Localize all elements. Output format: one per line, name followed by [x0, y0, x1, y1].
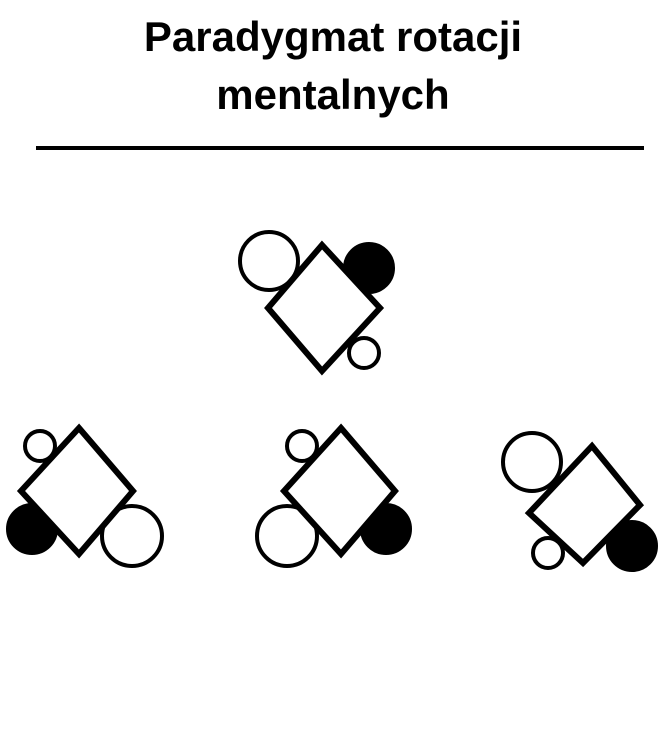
page-title: Paradygmat rotacji mentalnych [0, 8, 666, 124]
option-3-diamond [524, 441, 645, 568]
reference-large-open-circle [238, 230, 300, 292]
option-2-diamond [279, 423, 399, 559]
option-1-small-open-circle [23, 429, 57, 463]
option-3-small-open-circle [531, 536, 565, 570]
reference-diamond [264, 240, 385, 376]
option-1-large-open-circle [100, 504, 164, 568]
title-line-2: mentalnych [216, 71, 450, 118]
reference-small-open-circle [347, 336, 381, 370]
option-3-large-open-circle [501, 431, 563, 493]
option-3-filled-circle [606, 520, 658, 572]
option-1-diamond [16, 423, 137, 559]
title-divider [36, 146, 644, 150]
option-2-large-open-circle [255, 504, 319, 568]
option-2-small-open-circle [285, 429, 319, 463]
title-line-1: Paradygmat rotacji [143, 13, 523, 60]
